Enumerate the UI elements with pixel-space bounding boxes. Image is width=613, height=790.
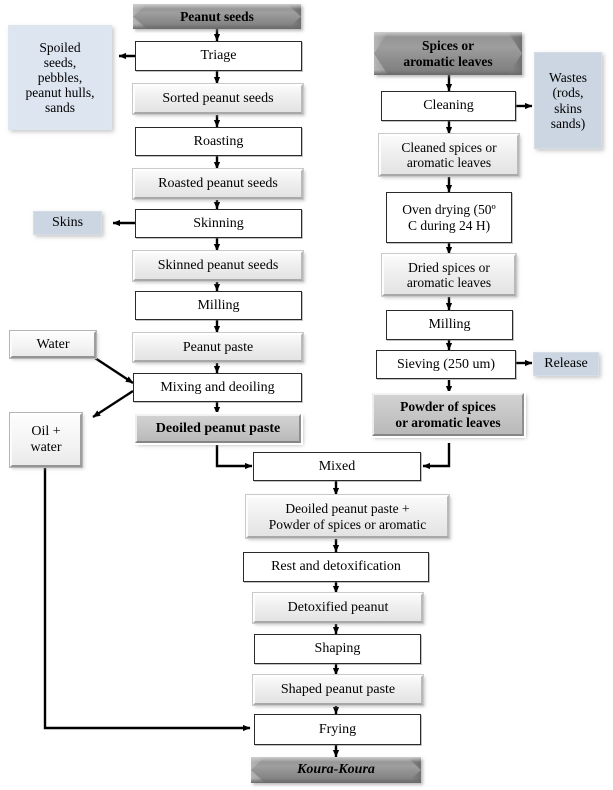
node-label: Peanut seeds <box>180 8 254 24</box>
node-label: Koura-Koura <box>297 762 375 778</box>
node-frying[interactable]: Frying <box>254 714 421 745</box>
node-deoiled-peanut-paste[interactable]: Deoiled peanut paste <box>133 412 303 445</box>
node-label: Oven drying (50º C during 24 H) <box>402 202 496 233</box>
node-label: Oil + water <box>30 424 62 455</box>
node-label: Skinning <box>193 215 244 231</box>
bevel-top <box>133 4 301 9</box>
node-sorted-peanut-seeds[interactable]: Sorted peanut seeds <box>132 83 304 115</box>
node-sieving[interactable]: Sieving (250 um) <box>376 350 516 379</box>
node-shaped-peanut-paste[interactable]: Shaped peanut paste <box>252 674 424 706</box>
node-label: Frying <box>318 721 357 737</box>
node-label: Deoiled peanut paste <box>155 420 281 436</box>
node-label: Sorted peanut seeds <box>162 91 274 107</box>
node-koura-koura[interactable]: Koura-Koura <box>251 757 421 783</box>
node-label: Water <box>36 336 70 352</box>
node-rest-and-detoxification[interactable]: Rest and detoxification <box>243 552 429 582</box>
node-skins[interactable]: Skins <box>33 211 102 235</box>
node-label: Mixing and deoiling <box>160 379 275 395</box>
node-label: Peanut paste <box>182 339 254 355</box>
node-label: Detoxified peanut <box>287 600 389 616</box>
node-roasted-peanut-seeds[interactable]: Roasted peanut seeds <box>132 168 304 200</box>
node-milling-spices[interactable]: Milling <box>386 310 513 340</box>
node-milling-peanut[interactable]: Milling <box>135 291 302 320</box>
node-peanut-seeds[interactable]: Peanut seeds <box>133 4 301 29</box>
node-label: Skinned peanut seeds <box>157 258 279 274</box>
node-spoiled-seeds[interactable]: Spoiled seeds, pebbles, peanut hulls, sa… <box>8 25 112 130</box>
node-label: Skins <box>51 215 84 231</box>
bevel-bottom <box>374 70 522 75</box>
node-label: Roasting <box>193 133 244 149</box>
node-label: Spoiled seeds, pebbles, peanut hulls, sa… <box>25 39 95 116</box>
node-wastes[interactable]: Wastes (rods, skins sands) <box>534 52 602 149</box>
node-water[interactable]: Water <box>9 330 97 359</box>
node-label: Roasted peanut seeds <box>158 176 278 192</box>
node-spices-or-aromatic-leaves[interactable]: Spices or aromatic leaves <box>374 32 522 75</box>
node-roasting[interactable]: Roasting <box>135 127 302 156</box>
node-label: Powder of spices or aromatic leaves <box>395 399 501 430</box>
node-detoxified-peanut[interactable]: Detoxified peanut <box>252 592 424 624</box>
node-release[interactable]: Release <box>533 352 599 376</box>
node-label: Triage <box>200 48 237 64</box>
edge-oilwater-frying <box>43 467 251 732</box>
node-shaping[interactable]: Shaping <box>254 634 421 664</box>
node-label: Milling <box>428 317 471 333</box>
node-peanut-paste[interactable]: Peanut paste <box>132 332 304 363</box>
node-triage[interactable]: Triage <box>135 41 302 71</box>
node-label: Mixed <box>318 458 356 474</box>
bevel-top <box>374 32 522 37</box>
node-mixing-and-deoiling[interactable]: Mixing and deoiling <box>133 373 302 402</box>
node-oil-water[interactable]: Oil + water <box>9 412 83 468</box>
node-cleaning[interactable]: Cleaning <box>381 91 516 121</box>
bevel-bottom <box>133 24 301 29</box>
node-label: Cleaned spices or aromatic leaves <box>401 139 497 170</box>
edge-mixing-oilwater <box>92 389 134 419</box>
node-label: Milling <box>197 297 240 313</box>
node-skinning[interactable]: Skinning <box>135 209 302 238</box>
node-cleaned-spices[interactable]: Cleaned spices or aromatic leaves <box>378 133 520 177</box>
node-label: Release <box>544 356 588 372</box>
node-label: Shaped peanut paste <box>280 682 396 698</box>
node-mixed[interactable]: Mixed <box>253 452 421 481</box>
edge-deoiledpaste-mixed <box>215 443 253 470</box>
node-label: Sieving (250 um) <box>397 356 495 372</box>
node-label: Spices or aromatic leaves <box>403 38 493 69</box>
node-label: Dried spices or aromatic leaves <box>406 259 492 290</box>
bevel-bottom <box>251 778 421 783</box>
node-deoiled-plus-powder[interactable]: Deoiled peanut paste + Powder of spices … <box>245 494 450 539</box>
node-label: Rest and detoxification <box>271 559 401 575</box>
bevel-top <box>251 757 421 762</box>
node-skinned-peanut-seeds[interactable]: Skinned peanut seeds <box>132 250 304 282</box>
node-label: Cleaning <box>423 98 474 114</box>
node-label: Wastes (rods, skins sands) <box>549 70 587 131</box>
node-powder-of-spices[interactable]: Powder of spices or aromatic leaves <box>370 391 526 438</box>
edge-powder-mixed <box>422 443 451 470</box>
edge-water-mixing <box>94 356 134 385</box>
node-label: Shaping <box>314 641 361 657</box>
node-oven-drying[interactable]: Oven drying (50º C during 24 H) <box>386 192 512 243</box>
node-label: Deoiled peanut paste + Powder of spices … <box>268 501 427 532</box>
node-dried-spices[interactable]: Dried spices or aromatic leaves <box>381 253 517 297</box>
